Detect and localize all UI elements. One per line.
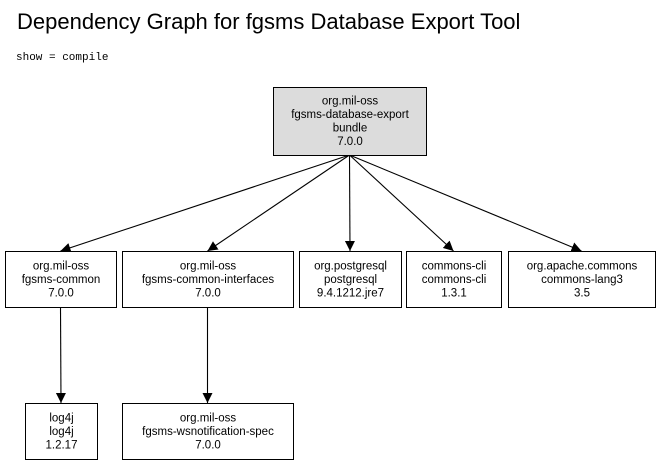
- edge-root-to-cli: [349, 154, 454, 252]
- node-box-log4j: [25, 403, 98, 460]
- node-label-common-0: org.mil-oss: [33, 260, 89, 272]
- node-label-cli-2: 1.3.1: [441, 287, 467, 299]
- node-label-log4j-1: log4j: [49, 426, 73, 438]
- edges-layer: [55, 154, 582, 404]
- nodes-layer: org.mil-ossfgsms-database-exportbundle7.…: [5, 87, 656, 460]
- edge-root-to-lang3: [349, 154, 582, 252]
- node-label-lang3-2: 3.5: [574, 287, 590, 299]
- page-title: Dependency Graph for fgsms Database Expo…: [17, 9, 521, 34]
- node-label-wsnotification-2: 7.0.0: [195, 439, 221, 451]
- node-box-interfaces: [122, 251, 294, 308]
- node-label-common-1: fgsms-common: [22, 274, 101, 286]
- node-label-root-1: fgsms-database-export: [291, 109, 409, 121]
- node-label-root-2: bundle: [333, 123, 368, 135]
- node-box-common: [5, 251, 117, 308]
- node-label-common-2: 7.0.0: [48, 287, 74, 299]
- node-label-postgresql-2: 9.4.1212.jre7: [317, 287, 384, 299]
- scope-label: show = compile: [16, 52, 109, 64]
- node-box-wsnotification: [122, 403, 294, 460]
- edge-root-to-common: [60, 154, 350, 253]
- edge-root-to-postgresql: [344, 154, 355, 252]
- node-box-postgresql: [299, 251, 402, 308]
- node-label-lang3-1: commons-lang3: [541, 274, 623, 286]
- node-label-postgresql-0: org.postgresql: [314, 260, 387, 272]
- node-label-root-0: org.mil-oss: [322, 96, 378, 108]
- node-label-cli-1: commons-cli: [422, 274, 487, 286]
- edge-common-to-log4j: [55, 306, 66, 404]
- node-label-cli-0: commons-cli: [422, 260, 487, 272]
- node-label-lang3-0: org.apache.commons: [527, 260, 638, 272]
- node-label-log4j-2: 1.2.17: [46, 439, 78, 451]
- node-label-interfaces-2: 7.0.0: [195, 287, 221, 299]
- edge-root-to-interfaces: [207, 154, 350, 252]
- node-label-log4j-0: log4j: [49, 412, 73, 424]
- node-box-lang3: [508, 251, 656, 308]
- node-label-wsnotification-0: org.mil-oss: [180, 412, 236, 424]
- node-box-cli: [406, 251, 502, 308]
- node-label-root-3: 7.0.0: [337, 136, 363, 148]
- node-wsnotification: org.mil-oss fgsms-wsnotification-spec7.0.…: [122, 403, 294, 460]
- node-label-wsnotification-1: fgsms-wsnotification-spec: [142, 426, 274, 438]
- node-label-postgresql-1: postgresql: [324, 274, 377, 286]
- node-label-interfaces-1: fgsms-common-interfaces: [142, 274, 275, 286]
- node-box-root: [273, 87, 427, 156]
- node-label-interfaces-0: org.mil-oss: [180, 260, 236, 272]
